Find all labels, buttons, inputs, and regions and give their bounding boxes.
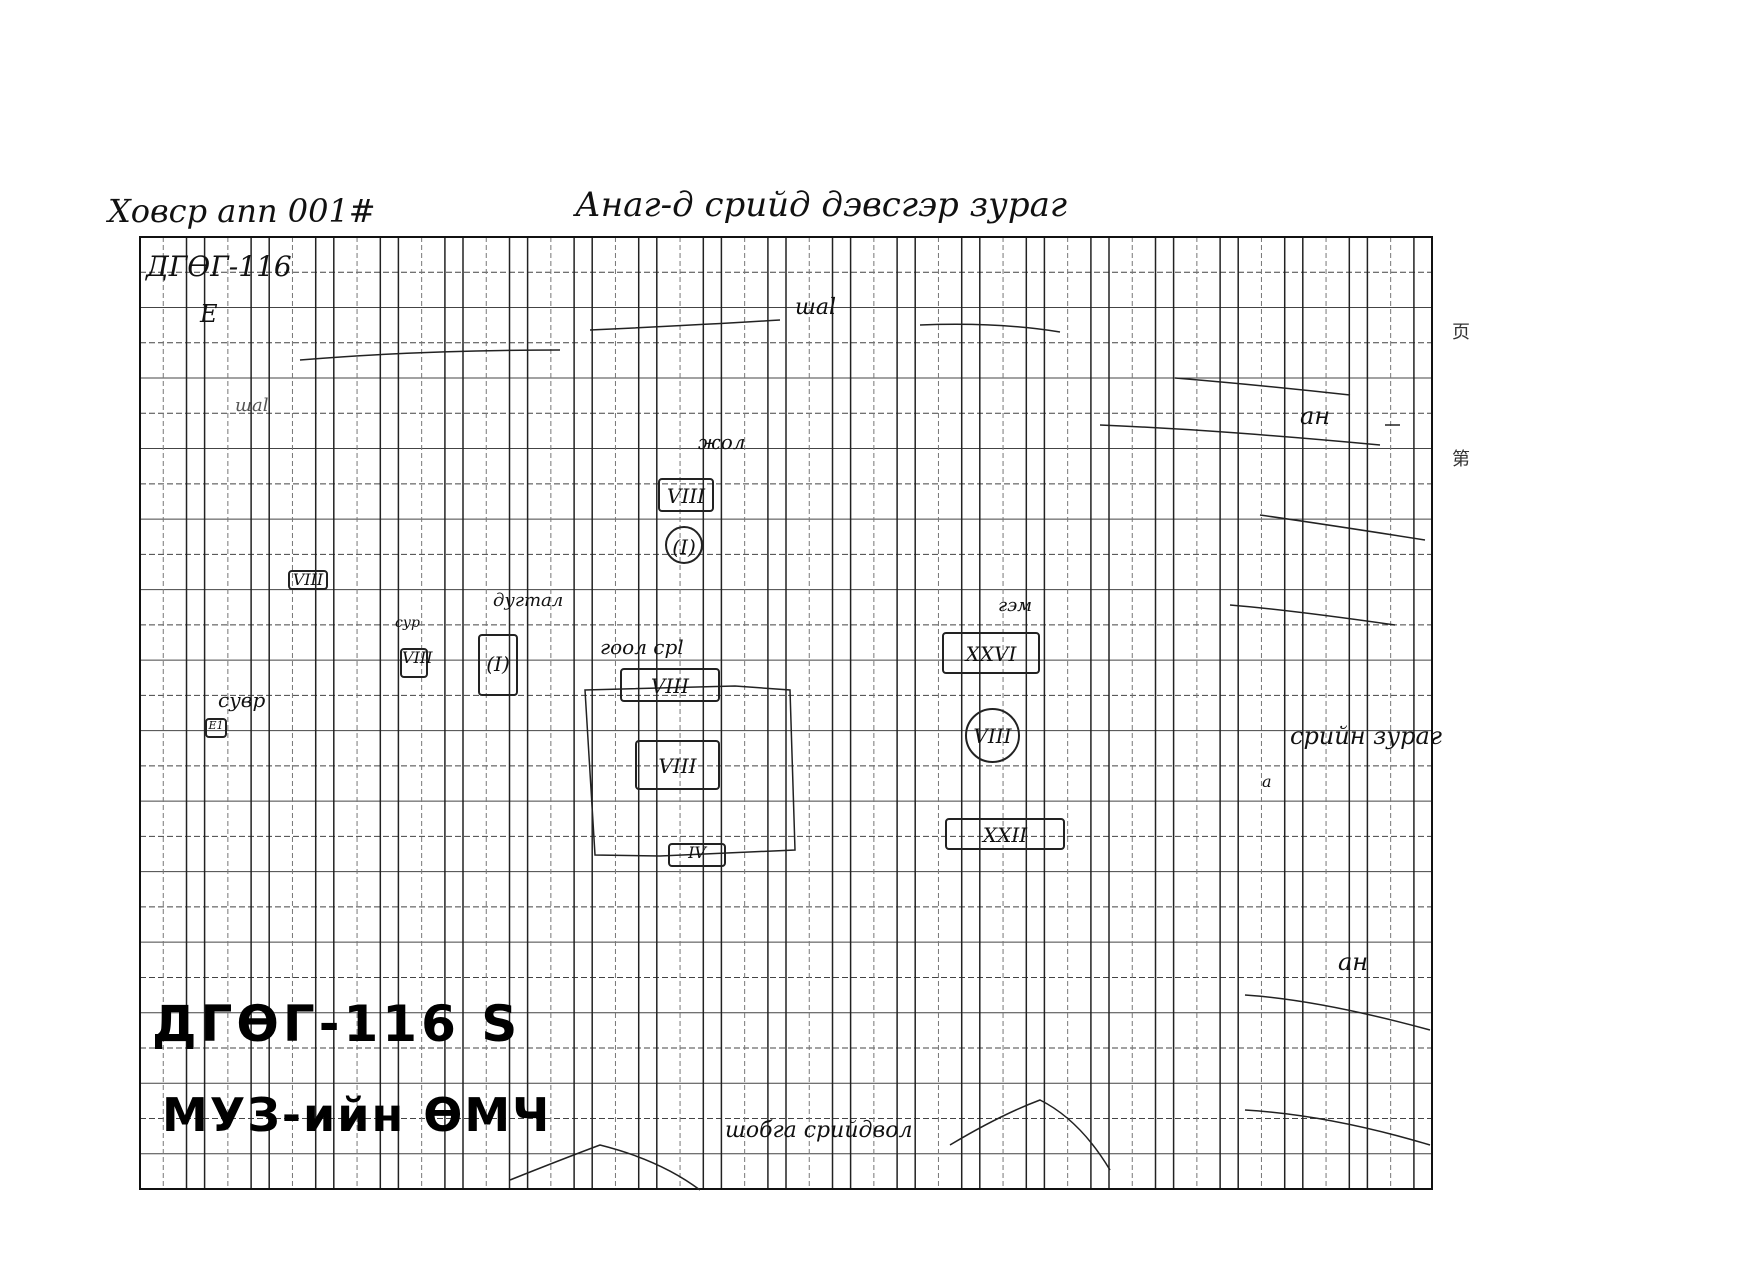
stroke-line [509, 1144, 701, 1191]
stroke-line [1099, 424, 1381, 446]
annotation-zhol: жол [698, 430, 746, 454]
annotation-suvr: сувр [218, 688, 266, 712]
annotation-right-mid: срийн зураг [1290, 722, 1442, 750]
stroke-line [1174, 377, 1351, 396]
header-left-note: Ховср апп 001# [108, 192, 376, 230]
mark-box: XXII [945, 818, 1065, 850]
mark-circle: VIII [965, 708, 1020, 763]
outline-square [584, 685, 796, 857]
hand-strokes [299, 319, 1431, 1191]
mark-box: VIII [635, 740, 720, 790]
mark-box: VIII [288, 570, 328, 590]
annotation-dugtal: дугтал [493, 590, 564, 611]
stroke-line [1244, 994, 1431, 1031]
compass-letter: E [200, 300, 218, 328]
annotation-tiny: а [1262, 772, 1272, 791]
stroke-line [299, 349, 561, 361]
stroke-line [949, 1099, 1111, 1171]
annotation-sur: сур [395, 615, 420, 631]
stroke-line [1244, 1109, 1431, 1146]
mark-box: (I) [478, 634, 518, 696]
mark-box: VIII [658, 478, 714, 512]
annotation-top-mid: шаl [795, 295, 836, 320]
mark-box: VIII [400, 648, 433, 678]
stroke-line [589, 319, 781, 331]
annotation-goolsurl: гоол срl [600, 635, 684, 659]
side-char-page: 页 [1452, 322, 1470, 343]
grid-corner-label: ДГӨГ-116 [146, 250, 292, 283]
stamp-line-2: МУЗ-ийн ӨМЧ [162, 1088, 552, 1142]
annotation-left-small: шаl [235, 395, 269, 416]
stroke-line [1259, 514, 1426, 541]
stroke-line [919, 323, 1061, 333]
mark-box: E1 [205, 718, 227, 738]
stamp-line-1: ДГӨГ-116 S [152, 995, 522, 1053]
side-char-number: 第 [1452, 449, 1470, 470]
grid-frame [139, 236, 1433, 1190]
mark-box: IV [668, 843, 726, 867]
header-center-note: Анаг-д срийд дэвсгэр зураг [575, 185, 1068, 225]
annotation-right-bottom: ан [1338, 948, 1369, 976]
annotation-bottom-mid: шобга срийдвол [725, 1118, 913, 1143]
stroke-line [1229, 604, 1396, 626]
annotation-gem: гэм [998, 595, 1033, 616]
grid-lines [140, 237, 1433, 1189]
mark-circle: (I) [665, 526, 703, 564]
mark-box: XXVI [942, 632, 1040, 674]
annotation-right-top: ан [1300, 402, 1331, 430]
mark-box: VIII [620, 668, 720, 702]
